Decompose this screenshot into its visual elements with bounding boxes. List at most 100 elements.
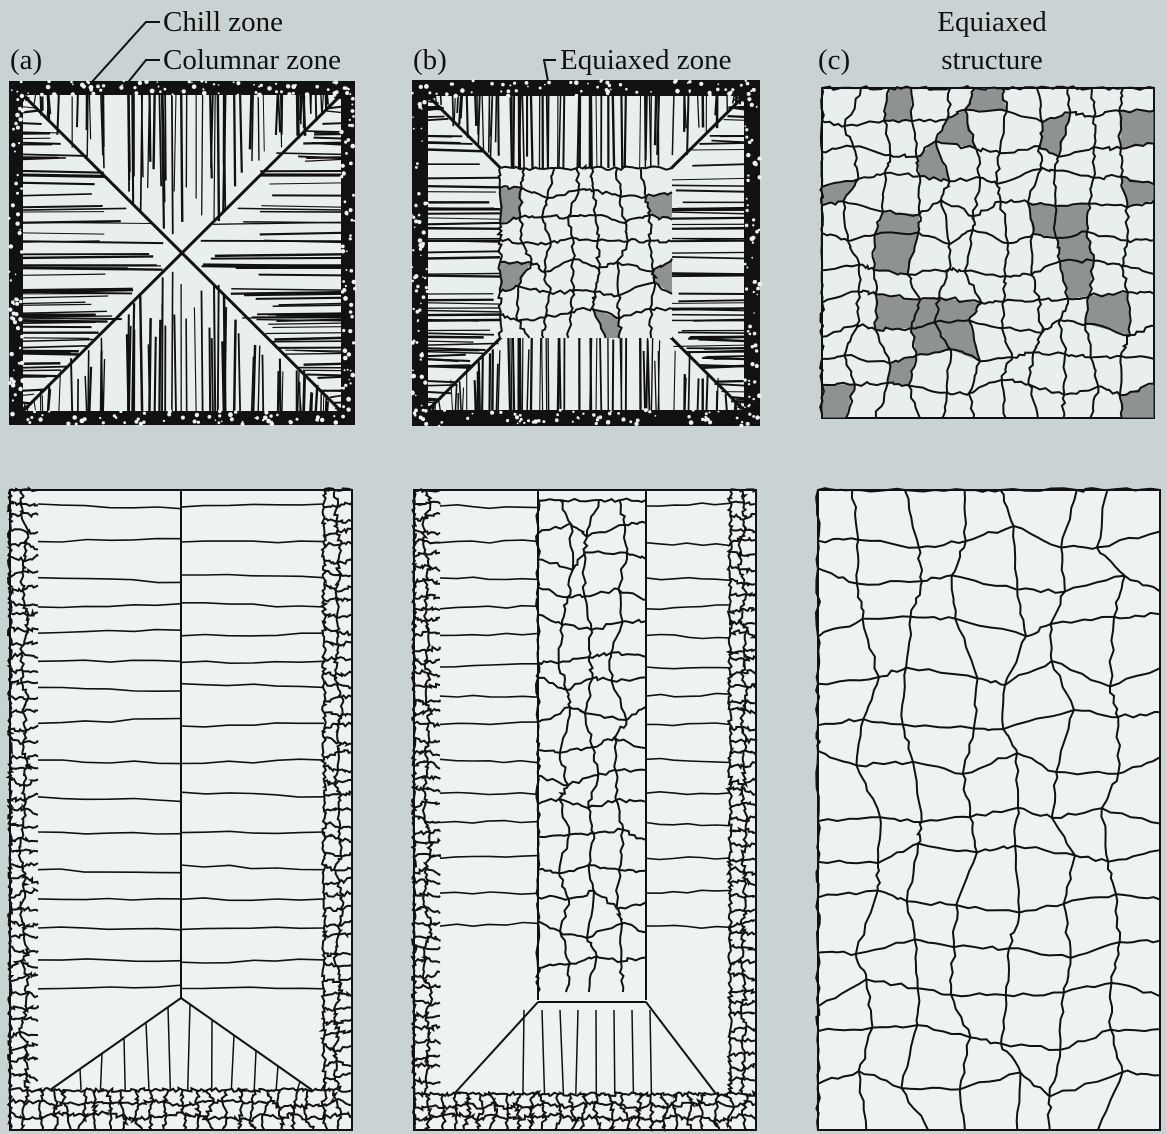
chill-grain xyxy=(537,419,540,422)
columnar-grain xyxy=(201,291,202,412)
chill-grain xyxy=(253,84,255,86)
chill-grain xyxy=(352,280,356,284)
chill-grain xyxy=(499,411,502,414)
columnar-grain xyxy=(667,185,746,186)
chill-grain xyxy=(213,83,215,85)
chill-grain xyxy=(341,245,345,249)
chill-grain xyxy=(421,128,423,130)
chill-grain xyxy=(597,416,599,418)
chill-grain xyxy=(418,238,423,243)
chill-grain xyxy=(82,84,86,88)
chill-grain xyxy=(263,416,268,421)
chill-grain xyxy=(729,91,732,94)
chill-grain xyxy=(269,414,272,417)
chill-grain xyxy=(351,104,353,106)
chill-grain xyxy=(422,295,426,299)
chill-grain xyxy=(527,419,530,422)
chill-grain xyxy=(746,267,748,269)
chill-grain xyxy=(20,335,24,339)
columnar-grain xyxy=(426,142,460,143)
chill-grain xyxy=(527,86,529,88)
chill-grain xyxy=(426,202,429,205)
chill-grain xyxy=(425,286,428,289)
chill-grain xyxy=(266,419,271,424)
chill-grain xyxy=(200,79,203,82)
chill-grain xyxy=(15,274,17,276)
columnar-grain xyxy=(80,1069,81,1090)
chill-grain xyxy=(14,151,16,153)
chill-grain xyxy=(412,116,414,118)
chill-grain xyxy=(342,405,345,408)
chill-grain xyxy=(544,84,546,86)
columnar-grain xyxy=(22,256,153,257)
chill-grain xyxy=(334,420,339,425)
chill-grain xyxy=(172,93,174,95)
equiaxed-structure-label-line1: Equiaxed xyxy=(922,8,1062,37)
chill-grain xyxy=(411,266,413,268)
chill-grain xyxy=(89,88,93,92)
chill-grain xyxy=(14,393,17,396)
columnar-grain xyxy=(280,359,281,412)
chill-grain xyxy=(748,380,750,382)
chill-grain xyxy=(411,92,414,95)
columnar-grain xyxy=(314,138,342,139)
chill-grain xyxy=(11,89,13,91)
chill-grain xyxy=(757,294,759,296)
chill-grain xyxy=(255,91,258,94)
columnar-grain xyxy=(559,336,560,412)
columnar-grain xyxy=(513,94,514,176)
chill-grain xyxy=(139,422,143,426)
chill-grain xyxy=(596,418,599,421)
columnar-grain xyxy=(426,381,456,382)
chill-grain xyxy=(746,422,750,426)
chill-grain xyxy=(745,287,748,290)
chill-grain xyxy=(420,255,422,257)
chill-grain xyxy=(99,417,101,419)
chill-grain xyxy=(753,312,755,314)
chill-grain xyxy=(234,410,237,413)
columnar-grain xyxy=(511,338,512,412)
columnar-grain xyxy=(88,350,89,412)
chill-grain xyxy=(466,417,469,420)
chill-grain xyxy=(20,187,23,190)
chill-grain xyxy=(260,84,263,87)
chill-grain xyxy=(16,126,20,130)
chill-grain xyxy=(416,162,419,165)
chill-grain xyxy=(440,421,443,424)
panel-b-label: (b) xyxy=(413,46,447,75)
chill-grain xyxy=(102,84,105,87)
columnar-grain xyxy=(304,94,305,128)
chill-grain xyxy=(743,378,746,381)
chill-grain xyxy=(515,89,518,92)
panel-c-label: (c) xyxy=(818,46,850,75)
chill-grain xyxy=(14,312,18,316)
chill-grain xyxy=(215,419,217,421)
chill-grain xyxy=(228,412,233,417)
chill-grain xyxy=(416,285,419,288)
columnar-grain xyxy=(258,94,259,160)
chill-grain xyxy=(754,162,758,166)
chill-grain xyxy=(605,81,609,85)
chill-grain xyxy=(192,84,197,89)
columnar-grain xyxy=(272,327,342,328)
chill-grain xyxy=(233,81,235,83)
panel-b-longitudinal-section xyxy=(412,489,756,1130)
chill-grain xyxy=(344,200,347,203)
chill-grain xyxy=(500,90,502,92)
chill-grain xyxy=(159,90,162,93)
chill-grain xyxy=(20,361,24,365)
chill-grain xyxy=(650,91,652,93)
chill-grain xyxy=(70,81,73,84)
chill-grain xyxy=(555,418,559,422)
columnar-grain xyxy=(688,351,689,412)
chill-grain xyxy=(345,152,348,155)
chill-grain xyxy=(411,280,414,283)
chill-grain xyxy=(747,97,751,101)
chill-grain xyxy=(342,288,346,292)
chill-grain xyxy=(514,413,517,416)
chill-grain xyxy=(8,217,11,220)
columnar-grain xyxy=(278,371,279,412)
columnar-grain xyxy=(310,94,311,114)
chill-grain xyxy=(689,420,694,425)
